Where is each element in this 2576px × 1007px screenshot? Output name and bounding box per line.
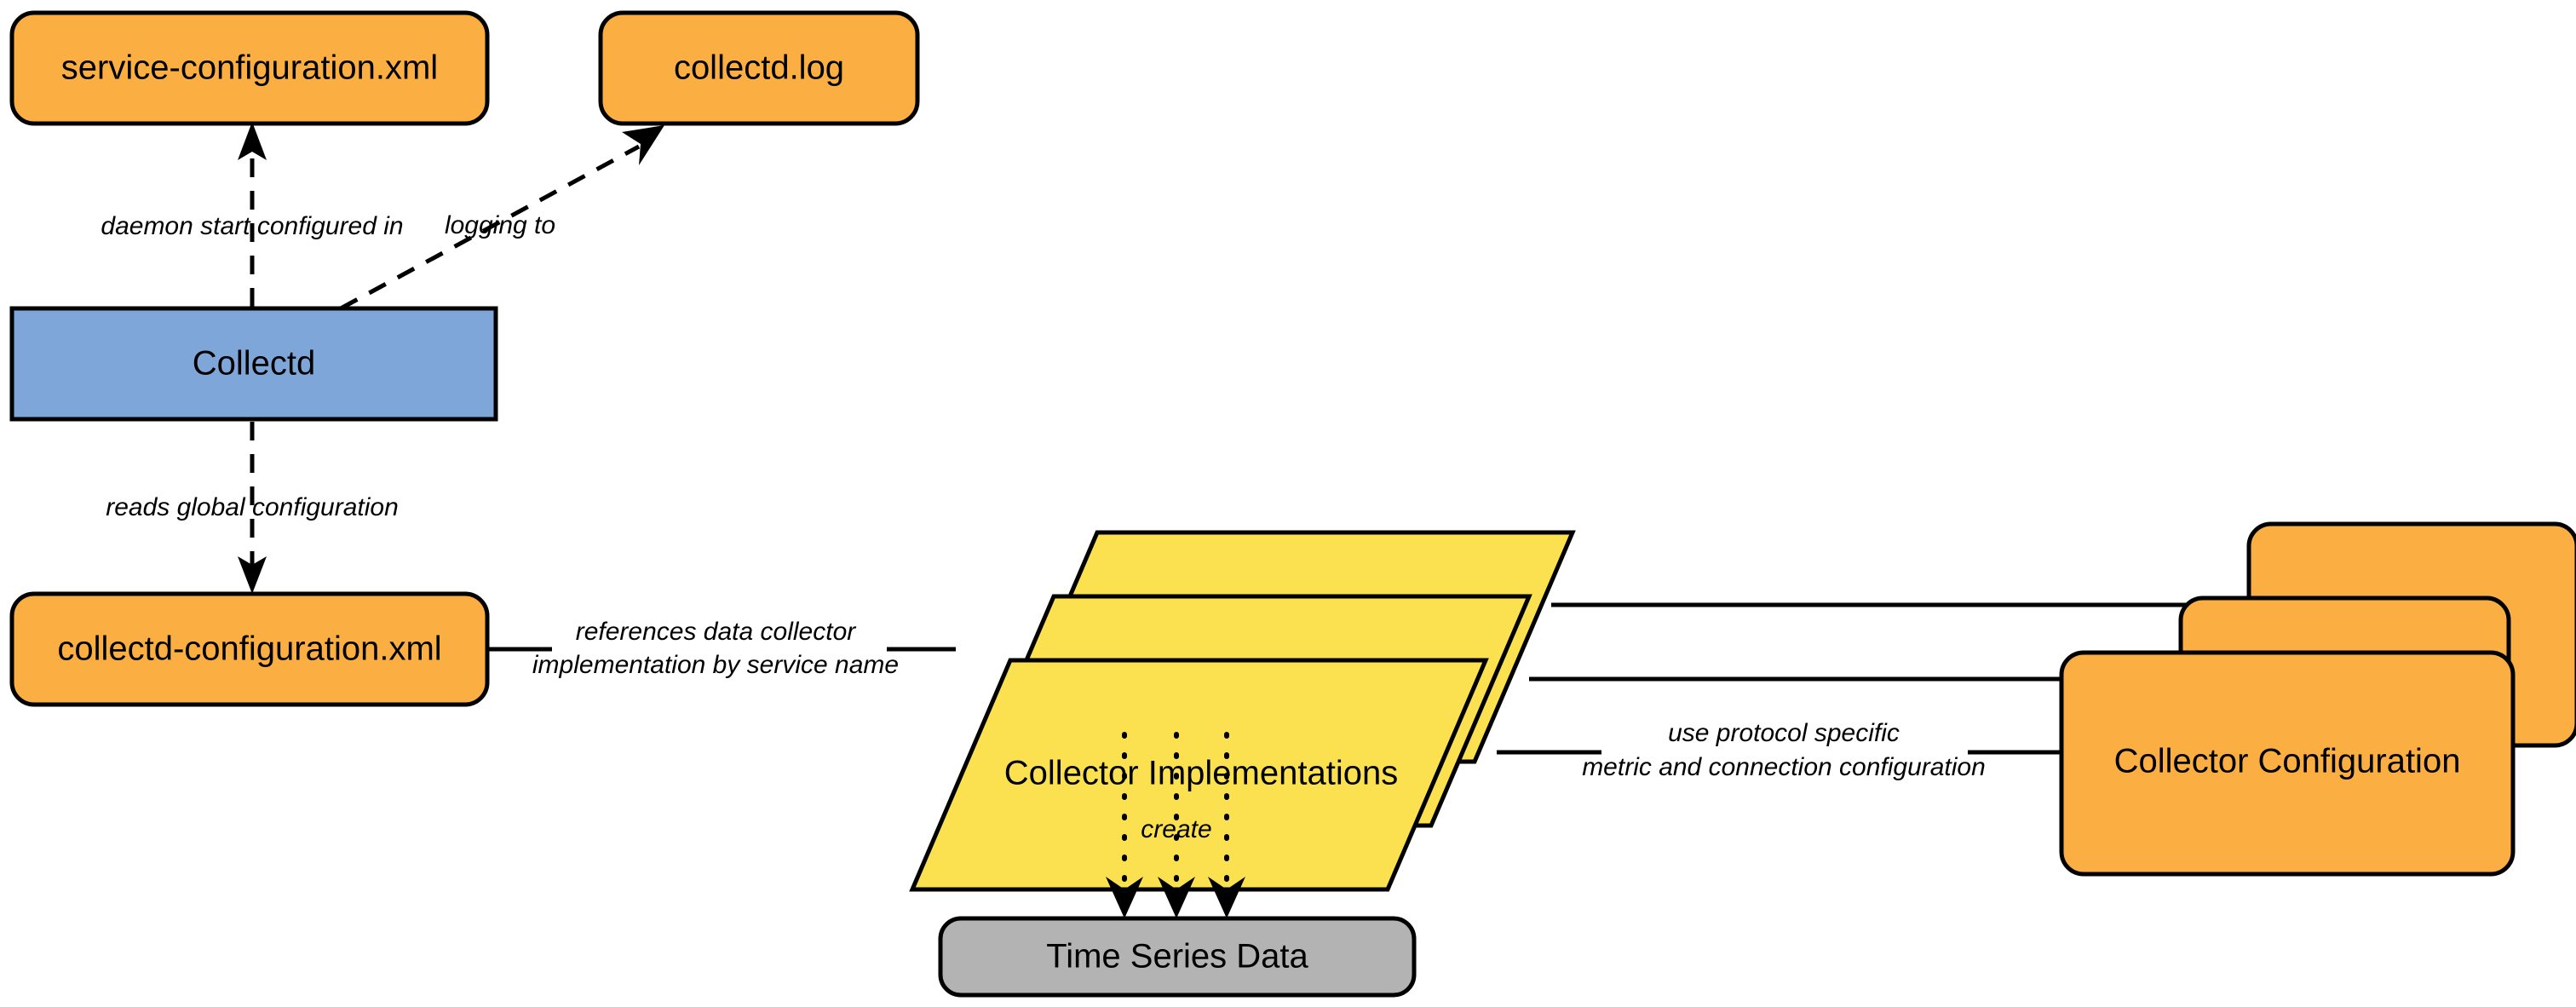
edge-label-create: create [1141,815,1211,843]
node-collectd-configuration-xml[interactable]: collectd-configuration.xml [9,591,490,707]
edge-label-references-line1: references data collector [576,618,857,646]
collectd-configuration-xml-label: collectd-configuration.xml [57,630,441,668]
edge-label-reads-global-configuration: reads global configuration [106,493,399,521]
edge-line-logging-to [339,144,641,311]
collector-configuration-label: Collector Configuration [2114,743,2461,780]
collector-implementations-front-parallelogram[interactable] [909,658,1489,892]
edge-label-logging-to: logging to [445,211,555,239]
arrowhead-create-3 [1208,877,1245,918]
collectd-label: Collectd [193,345,316,383]
arrowhead-service-configuration [238,122,267,160]
collectd-configuration-xml-box[interactable] [9,591,490,707]
collectd-log-label: collectd.log [674,49,844,87]
edge-references-data-collector: references data collector implementation… [487,618,956,679]
collector-configuration-front-box[interactable] [2059,650,2516,877]
collector-implementations-label: Collector Implementations [1004,755,1398,792]
service-configuration-xml-box[interactable] [9,10,490,126]
arrowhead-create-2 [1158,877,1195,918]
node-collector-implementations[interactable]: Collector Implementations [909,530,1576,892]
edge-label-use-protocol-line2: metric and connection configuration [1582,753,1986,781]
arrowhead-collectd-log [622,125,664,165]
edge-create: create [1106,732,1245,918]
node-collectd-log[interactable]: collectd.log [598,10,920,126]
service-configuration-xml-label: service-configuration.xml [61,49,438,87]
collectd-log-box[interactable] [598,10,920,126]
node-time-series-data[interactable]: Time Series Data [938,916,1417,998]
edge-label-use-protocol-line1: use protocol specific [1668,719,1900,747]
edge-logging-to: logging to [339,125,664,311]
time-series-data-label: Time Series Data [1046,938,1308,975]
collectd-box[interactable] [9,306,498,422]
node-collectd[interactable]: Collectd [9,306,498,422]
edge-label-references-line2: implementation by service name [532,651,899,679]
time-series-data-box[interactable] [938,916,1417,998]
node-collector-configuration[interactable]: Collector Configuration [2059,521,2576,877]
arrowhead-collectd-configuration [238,556,267,594]
edge-daemon-start-configured-in: daemon start configured in [101,122,404,307]
node-service-configuration-xml[interactable]: service-configuration.xml [9,10,490,126]
edge-reads-global-configuration: reads global configuration [106,422,399,594]
edge-label-daemon-start-configured-in: daemon start configured in [101,212,403,240]
arrowhead-create-1 [1106,877,1143,918]
